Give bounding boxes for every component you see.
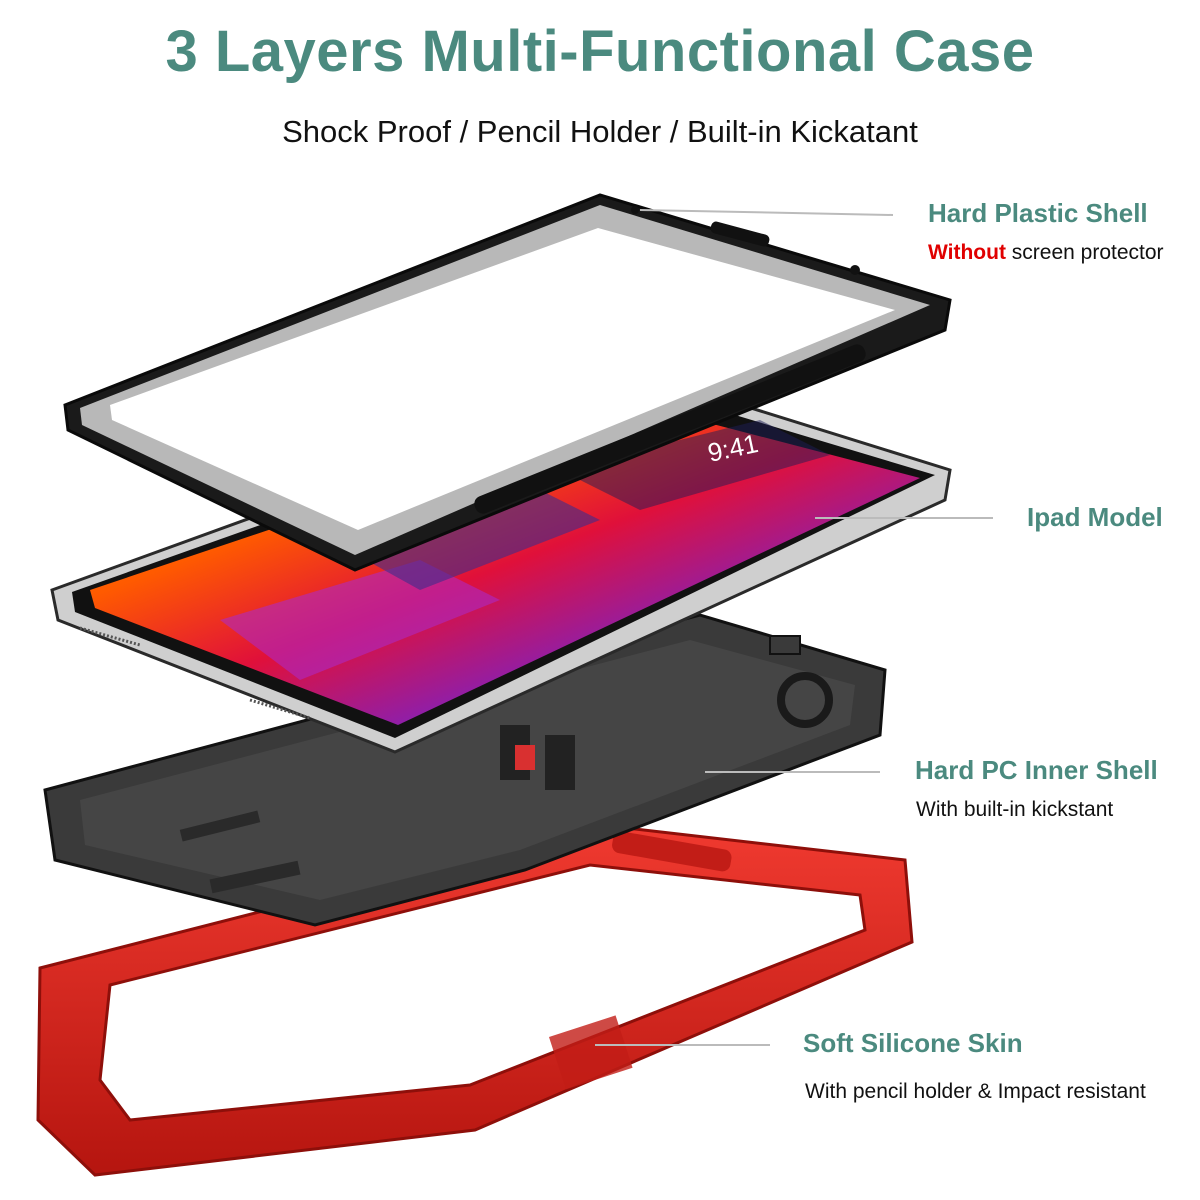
callout-desc-inner-shell: With built-in kickstant [916, 798, 1114, 821]
hard-plastic-shell [63, 193, 952, 572]
callout-desc-hard-plastic-shell: Without screen protector [928, 241, 1164, 265]
silicone-skin [36, 823, 914, 1177]
callout-desc-silicone-skin: With pencil holder & Impact resistant [805, 1080, 1146, 1103]
callout-line-hard-shell [639, 209, 894, 216]
callout-title-inner-shell: Hard PC Inner Shell [915, 755, 1158, 785]
page-subtitle: Shock Proof / Pencil Holder / Built-in K… [282, 114, 918, 149]
page-title: 3 Layers Multi-Functional Case [165, 19, 1035, 84]
callout-title-hard-plastic-shell: Hard Plastic Shell [928, 198, 1148, 228]
callout-title-ipad-model: Ipad Model [1027, 502, 1163, 532]
callout-title-silicone-skin: Soft Silicone Skin [803, 1028, 1023, 1058]
inner-shell [43, 613, 887, 927]
callout-desc-highlight: Without [928, 241, 1006, 264]
callout-desc-text: screen protector [1005, 241, 1164, 264]
callout-lines [595, 209, 993, 1046]
ipad-model: 9:41 [50, 373, 952, 754]
